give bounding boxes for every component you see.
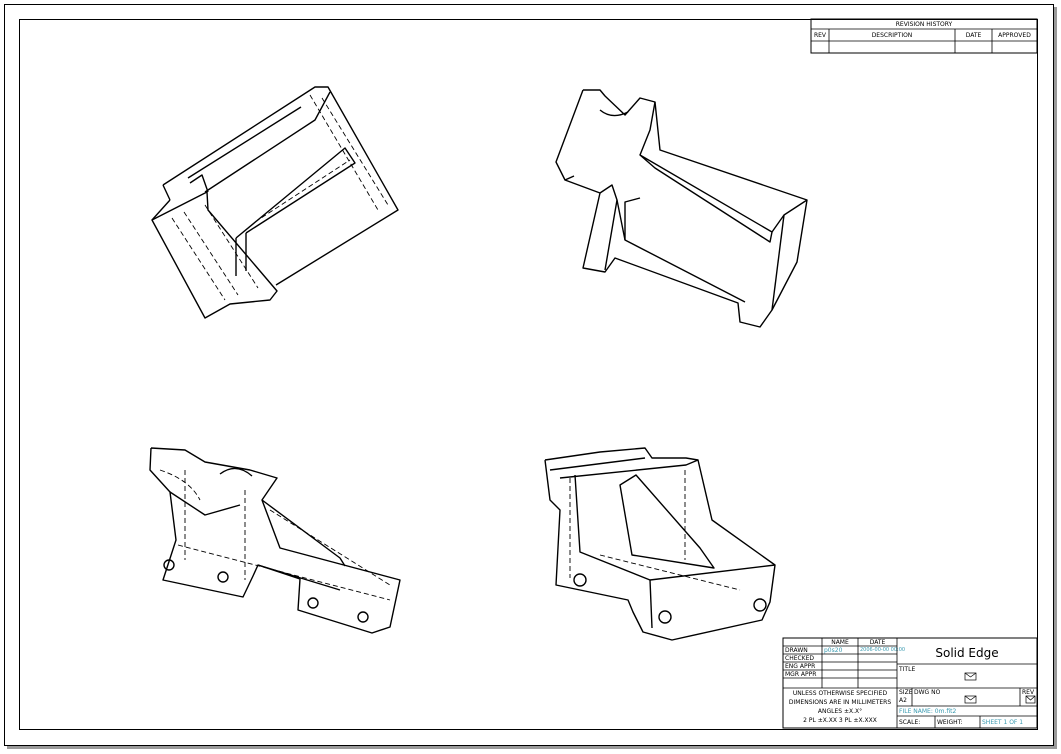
drawing-frame <box>19 19 1038 730</box>
size-value: A2 <box>899 697 907 704</box>
note-line-4: 2 PL ±X.XX 3 PL ±X.XXX <box>803 717 877 724</box>
file-name: FILE NAME: 0m.fit2 <box>899 708 957 715</box>
dwg-no-label: DWG NO <box>914 689 941 696</box>
description-col-header: DESCRIPTION <box>871 32 913 39</box>
checked-label: CHECKED <box>785 655 815 662</box>
date-col-header: DATE <box>965 32 982 39</box>
isometric-view-1 <box>151 86 399 319</box>
scale-label: SCALE: <box>899 719 921 726</box>
rev-label: REV <box>1022 689 1035 696</box>
envelope-icon <box>1025 695 1036 704</box>
drawn-label: DRAWN <box>785 647 808 654</box>
title-label: TITLE <box>899 666 916 673</box>
sheet-number: SHEET 1 OF 1 <box>982 719 1024 726</box>
isometric-view-2 <box>555 89 808 328</box>
mgr-appr-label: MGR APPR <box>785 671 817 678</box>
approved-col-header: APPROVED <box>998 32 1031 39</box>
drawn-name: p0s20 <box>824 647 843 654</box>
isometric-view-4 <box>544 447 776 641</box>
date-col-header-tb: DATE <box>869 639 886 646</box>
weight-label: WEIGHT: <box>937 719 963 726</box>
drawing-sheet <box>4 4 1054 746</box>
note-line-1: UNLESS OTHERWISE SPECIFIED <box>792 690 888 697</box>
envelope-icon <box>964 695 977 704</box>
name-col-header: NAME <box>831 639 849 646</box>
revision-history-title: REVISION HISTORY <box>895 21 953 28</box>
company-name: Solid Edge <box>935 646 999 660</box>
drawn-date: 2006-00-00 00:00 <box>860 647 906 653</box>
note-line-3: ANGLES ±X.X° <box>817 708 863 715</box>
envelope-icon <box>964 672 977 681</box>
rev-col-header: REV <box>813 32 827 39</box>
size-label: SIZE <box>899 689 913 696</box>
eng-appr-label: ENG APPR <box>785 663 816 670</box>
note-line-2: DIMENSIONS ARE IN MILLIMETERS <box>788 699 892 706</box>
isometric-view-3 <box>149 447 401 634</box>
